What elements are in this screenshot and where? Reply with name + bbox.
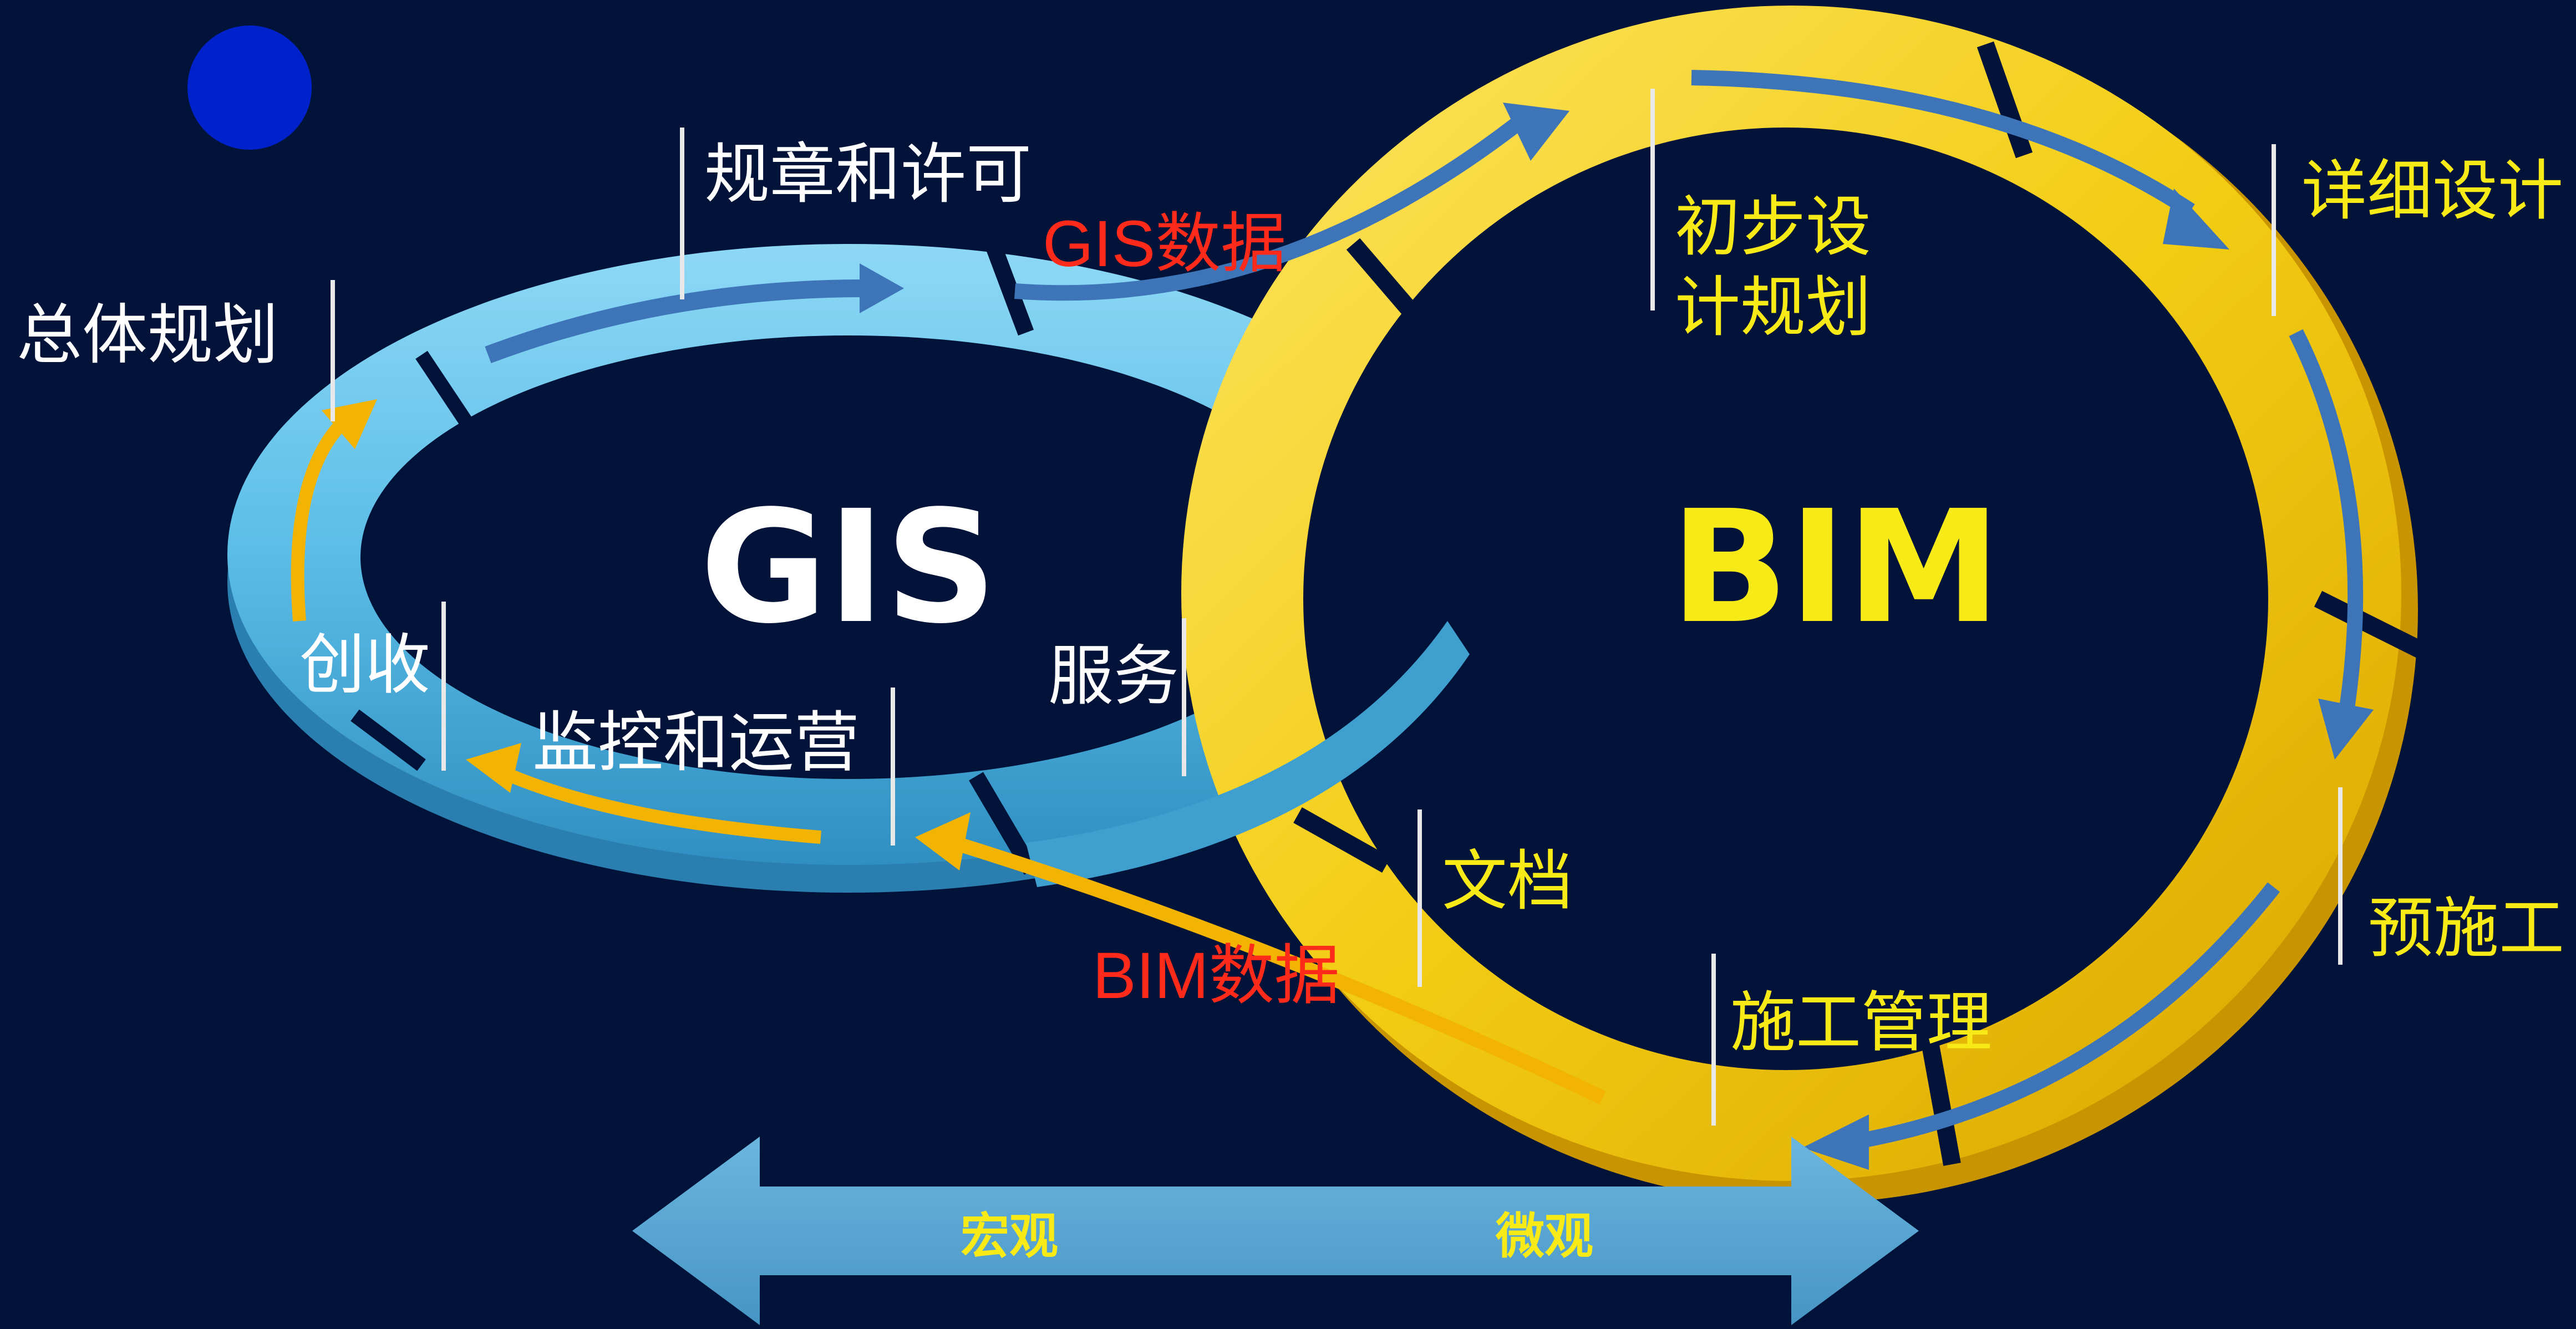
gis-flow-arrows [291, 263, 904, 844]
label-documentation: 文档 [1442, 845, 1573, 918]
label-regulation-permits: 规章和许可 [704, 138, 1032, 211]
label-revenue: 创收 [299, 629, 430, 702]
bim-title: BIM [1670, 477, 2001, 658]
scale-arrow [632, 1137, 1919, 1325]
gis-ring [227, 241, 1470, 893]
label-master-planning: 总体规划 [17, 299, 278, 372]
gis-title: GIS [700, 477, 997, 658]
label-preliminary-design-line2: 计规划 [1675, 271, 1871, 344]
label-pre-construction: 预施工 [2368, 892, 2564, 965]
label-services: 服务 [1048, 640, 1179, 713]
data-exchange-arrows [915, 103, 1606, 1104]
label-bim-data: BIM数据 [1093, 939, 1340, 1012]
label-gis-data: GIS数据 [1043, 207, 1286, 281]
label-preliminary-design-line1: 初步设 [1675, 191, 1871, 264]
decorative-dot [187, 26, 312, 150]
label-detailed-design: 详细设计 [2301, 155, 2563, 228]
bim-flow-arrows [1691, 70, 2374, 1170]
label-construction-management: 施工管理 [1730, 986, 1992, 1060]
bim-ring [1181, 6, 2433, 1203]
label-macro: 宏观 [961, 1209, 1058, 1264]
label-monitoring-operations: 监控和运营 [532, 706, 860, 780]
leader-lines [331, 89, 2343, 1126]
gis-ring-front [1026, 621, 1470, 887]
label-micro: 微观 [1495, 1209, 1593, 1264]
